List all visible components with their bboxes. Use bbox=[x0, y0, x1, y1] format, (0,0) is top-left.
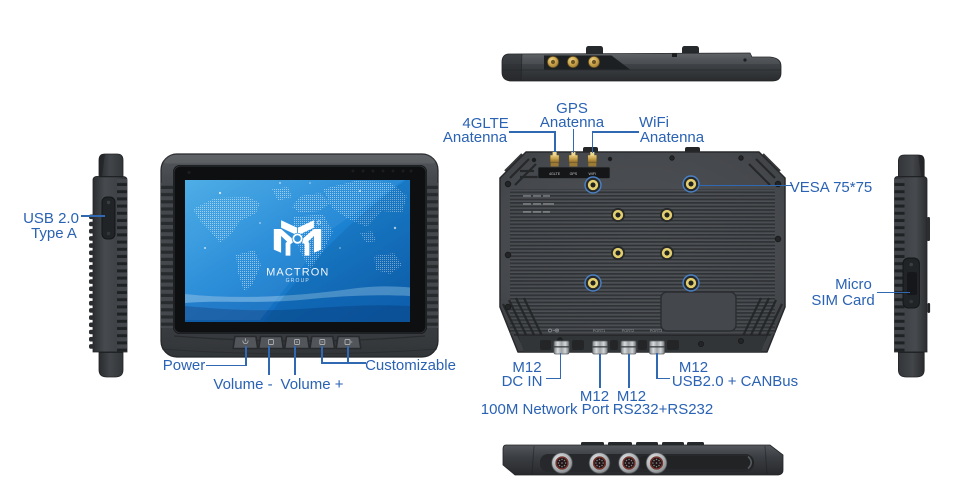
svg-text:WIFI: WIFI bbox=[589, 172, 597, 176]
svg-text:PORT2: PORT2 bbox=[622, 329, 635, 333]
svg-text:GROUP: GROUP bbox=[286, 278, 310, 284]
svg-text:GPS: GPS bbox=[570, 172, 578, 176]
svg-text:MACTRON: MACTRON bbox=[266, 267, 329, 279]
svg-text:PORT3: PORT3 bbox=[650, 329, 663, 333]
svg-text:PORT1: PORT1 bbox=[593, 329, 606, 333]
svg-text:4GLTE: 4GLTE bbox=[549, 172, 561, 176]
